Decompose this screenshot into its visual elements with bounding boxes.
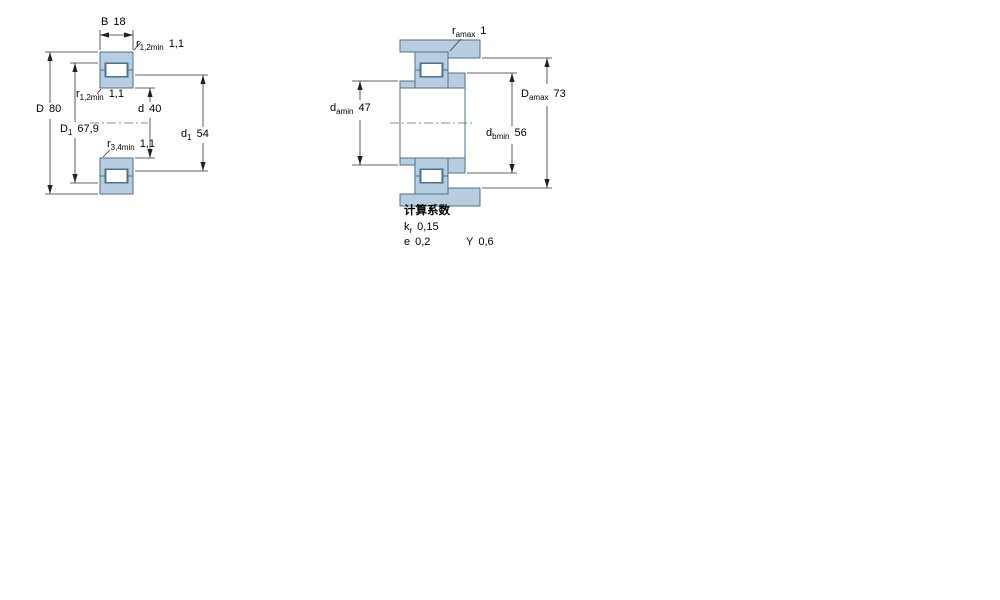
left-bearing-cross-section	[99, 51, 134, 195]
roller-top	[105, 63, 128, 77]
calc-factors-title: 计算系数	[404, 205, 450, 217]
leader-r34	[102, 149, 111, 158]
inner-ring-bottom-section	[99, 157, 134, 177]
shaft-shoulder-bottom	[399, 157, 416, 166]
shaft-shoulder-top	[399, 80, 416, 89]
roller-top-mounted	[420, 63, 443, 77]
leader-r12-top	[133, 41, 142, 51]
roller-bottom	[105, 169, 128, 183]
right-view-dimension-lines	[352, 38, 552, 189]
abutment-spacer-top	[447, 72, 466, 89]
inner-ring-top-section-mounted	[414, 69, 449, 89]
left-view-dimension-lines	[45, 30, 208, 195]
leader-r12-mid	[96, 88, 102, 95]
leader-ra	[449, 38, 462, 52]
abutment-spacer-bottom	[447, 157, 466, 174]
inner-ring-bottom-section-mounted	[414, 157, 449, 177]
inner-ring-top-section	[99, 69, 134, 89]
roller-bottom-mounted	[420, 169, 443, 183]
